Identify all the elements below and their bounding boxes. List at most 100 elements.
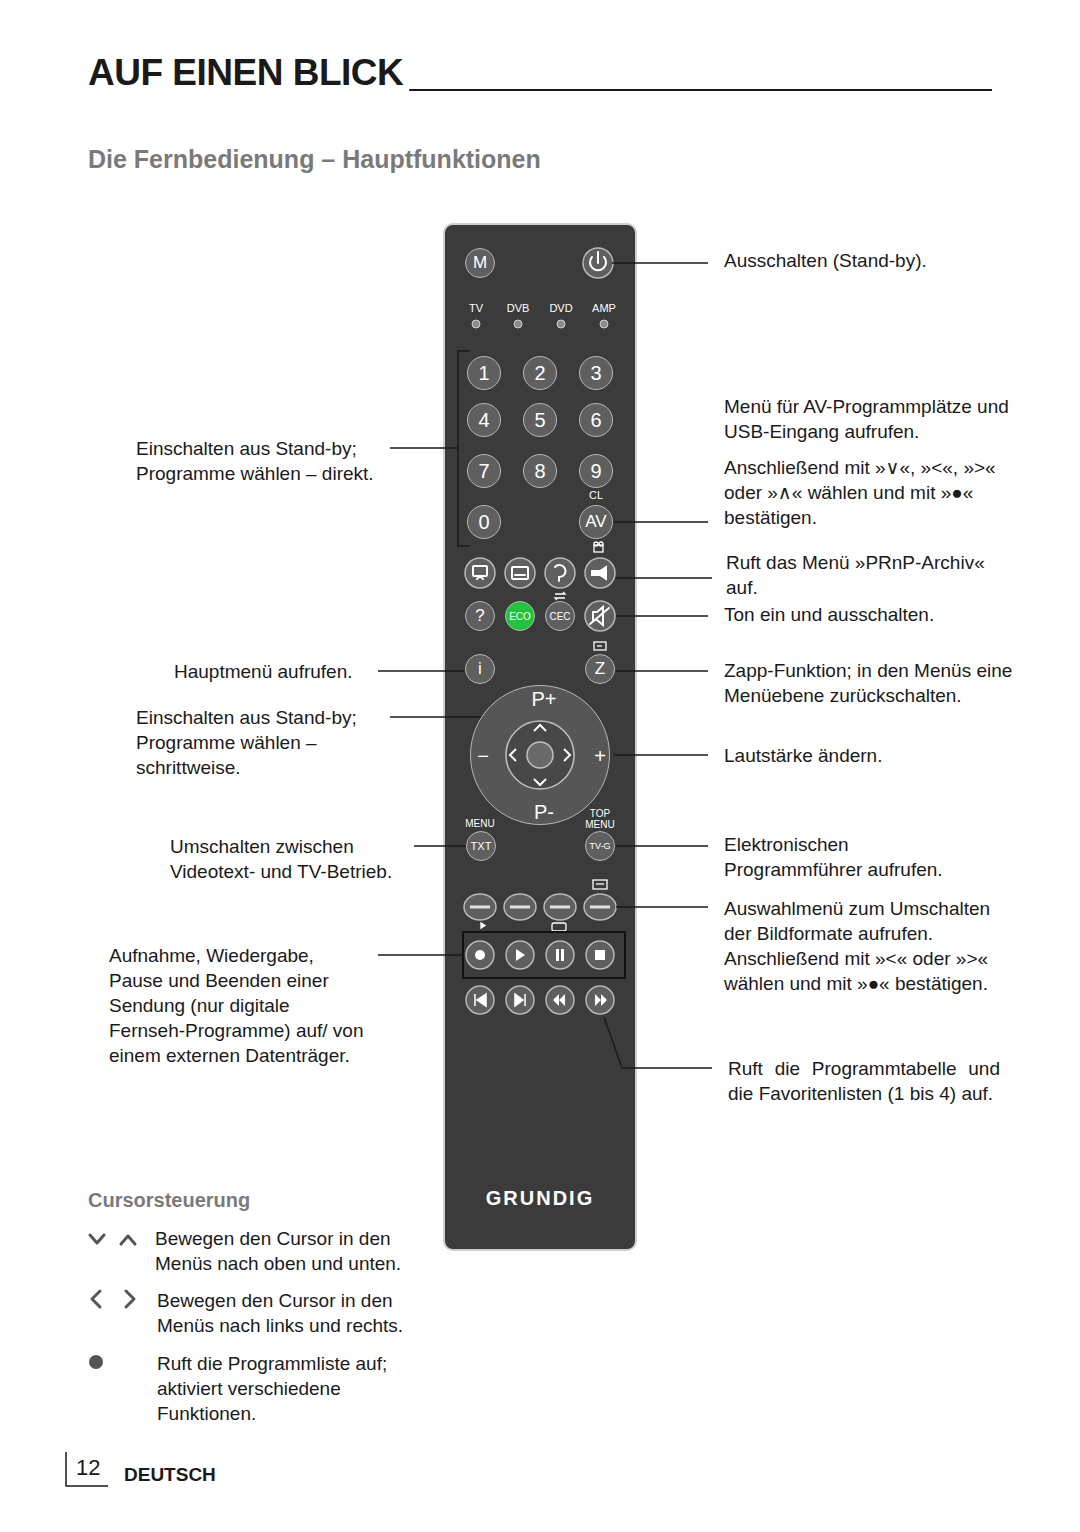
icon-buttons xyxy=(585,558,615,588)
icon-glyphs xyxy=(473,566,487,576)
mode-leds xyxy=(600,320,608,328)
leader-lines xyxy=(414,845,466,846)
remote-button: 6 xyxy=(579,403,613,437)
mode-leds xyxy=(472,320,480,328)
remote-button: 5 xyxy=(523,403,557,437)
icon-glyphs xyxy=(515,574,525,576)
button-label: TXT xyxy=(471,840,492,852)
remote-control: GRUNDIGM1234567890AV?ECOCECiZP+−+P-TXTTV… xyxy=(444,224,636,1250)
callout-text: DEUTSCH xyxy=(124,1462,324,1487)
icon-glyphs xyxy=(477,576,483,579)
callout-text: Ruft das Menü »PRnP-Archiv« auf. xyxy=(726,550,1016,600)
callout-text: Ton ein und ausschalten. xyxy=(724,602,1054,627)
remote-button: AV xyxy=(579,505,613,539)
small-symbols xyxy=(599,542,603,546)
remote-button: ECO xyxy=(505,601,535,631)
icon-glyphs xyxy=(555,565,565,581)
button-label: 2 xyxy=(534,362,545,385)
button-caption: CL xyxy=(581,490,611,501)
colour-buttons xyxy=(550,906,570,909)
button-label: 9 xyxy=(590,460,601,483)
remote-button: 0 xyxy=(467,505,501,539)
transport-buttons xyxy=(466,941,494,969)
leader-lines xyxy=(378,670,464,671)
button-label: 1 xyxy=(478,362,489,385)
button-caption: DVB xyxy=(498,303,538,314)
button-label: M xyxy=(473,253,487,273)
icon-buttons xyxy=(545,558,575,588)
leader-lines xyxy=(604,1017,712,1068)
cursor-symbols xyxy=(89,1235,135,1369)
small-symbols xyxy=(596,883,604,884)
button-label: 0 xyxy=(478,511,489,534)
callout-text: Ausschalten (Stand-by). xyxy=(724,248,1064,273)
cursor-symbols xyxy=(92,1291,100,1307)
drawing-part xyxy=(506,721,574,789)
icon-glyphs xyxy=(473,252,609,625)
button-label: 5 xyxy=(534,409,545,432)
icon-buttons xyxy=(583,248,613,278)
transport-buttons xyxy=(556,949,564,961)
callout-text: Umschalten zwischen Videotext- und TV-Be… xyxy=(170,834,410,884)
cursor-symbols xyxy=(89,1355,103,1369)
remote-button: Z xyxy=(585,654,615,684)
leader-lines xyxy=(614,754,708,755)
callout-text: Auswahlmenü zum Umschalten der Bildforma… xyxy=(724,896,994,996)
small-symbols xyxy=(594,542,598,546)
remote-button: 4 xyxy=(467,403,501,437)
cursor-symbols xyxy=(90,1235,104,1243)
ring-label: + xyxy=(594,745,606,768)
mode-leds xyxy=(472,320,608,328)
transport-buttons xyxy=(553,994,565,1006)
icon-buttons xyxy=(585,601,615,631)
remote-button: 9 xyxy=(579,454,613,488)
mode-leds xyxy=(514,320,522,328)
icon-glyphs xyxy=(592,567,606,579)
transport-buttons xyxy=(466,986,494,1014)
callout-text: 12 xyxy=(76,1455,116,1480)
transport-buttons xyxy=(546,941,574,969)
button-label: 3 xyxy=(590,362,601,385)
icon-buttons xyxy=(465,558,495,588)
callout-text: Lautstärke ändern. xyxy=(724,743,1024,768)
ring-label: P+ xyxy=(531,688,556,711)
remote-body xyxy=(444,224,636,1250)
button-label: ? xyxy=(475,606,484,626)
icon-buttons xyxy=(505,558,535,588)
small-symbols xyxy=(552,923,566,931)
colour-buttons xyxy=(464,894,496,920)
callout-text: Anschließend mit »∨«, »<«, »>« oder »∧« … xyxy=(724,455,1024,530)
remote-button: 1 xyxy=(467,356,501,390)
remote-button: CEC xyxy=(545,601,575,631)
button-caption: TV xyxy=(456,303,496,314)
mode-leds xyxy=(557,320,565,328)
section-heading: Die Fernbedienung – Hauptfunktionen xyxy=(88,144,788,174)
button-caption: TOP MENU xyxy=(583,808,617,830)
colour-buttons xyxy=(584,894,616,920)
remote-button: ? xyxy=(465,601,495,631)
transport-frame xyxy=(463,932,625,978)
remote-button: 7 xyxy=(467,454,501,488)
transport-buttons xyxy=(516,949,525,961)
leader-lines xyxy=(390,447,458,448)
leader-lines xyxy=(616,906,708,907)
callout-text: Elektronischen Programmführer aufrufen. xyxy=(724,832,984,882)
remote-button: 2 xyxy=(523,356,557,390)
leader-lines xyxy=(616,615,708,616)
transport-buttons xyxy=(595,950,605,960)
colour-buttons xyxy=(504,894,536,920)
transport-buttons xyxy=(515,994,525,1006)
colour-buttons xyxy=(590,906,610,909)
small-symbols xyxy=(481,923,485,928)
button-label: 8 xyxy=(534,460,545,483)
transport-buttons xyxy=(475,994,486,1006)
button-label: i xyxy=(478,659,482,679)
drawing-part xyxy=(510,725,570,785)
button-label: 6 xyxy=(590,409,601,432)
navigation-ring: P+−+P- xyxy=(470,685,610,825)
button-caption: DVD xyxy=(541,303,581,314)
small-symbols xyxy=(593,880,607,889)
button-label: AV xyxy=(585,512,606,532)
button-label: 7 xyxy=(478,460,489,483)
